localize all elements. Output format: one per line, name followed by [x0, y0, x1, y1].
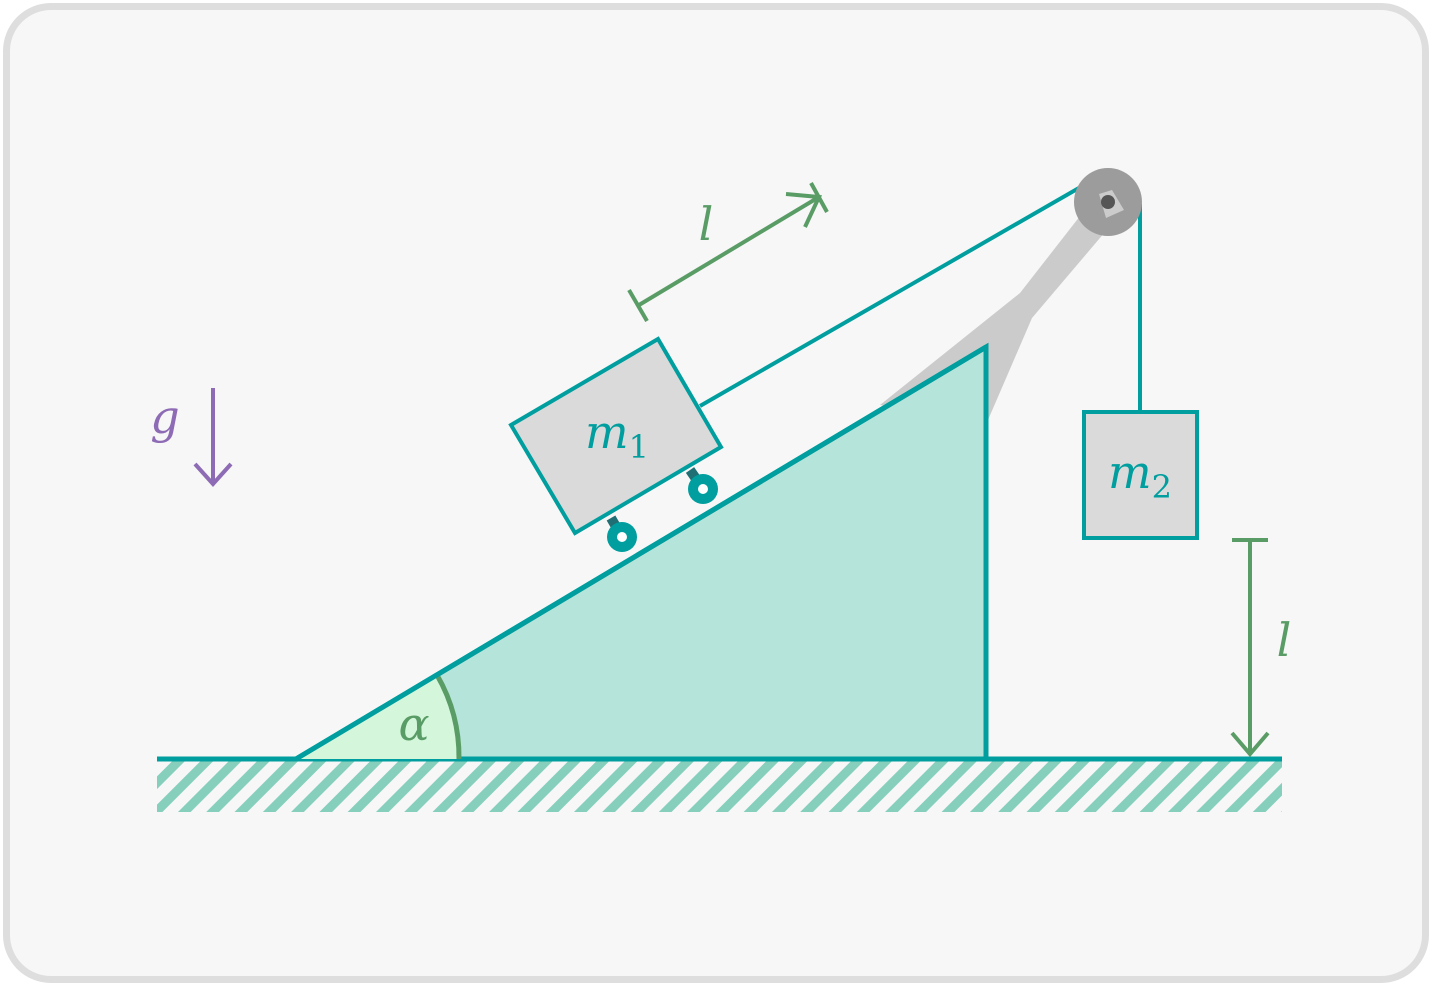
m2-subscript: 2	[1152, 468, 1172, 506]
displacement-incline-label: l	[699, 197, 714, 251]
angle-arc	[434, 673, 462, 760]
displacement-arrow-vertical	[1230, 538, 1270, 758]
block-m1: m1	[508, 336, 724, 552]
block-m2: m2	[1082, 410, 1199, 540]
wheel-rear	[606, 515, 637, 552]
angle-label: α	[398, 697, 429, 751]
m1-label: m1	[585, 405, 649, 466]
string-incline	[699, 175, 1099, 408]
m2-label: m2	[1108, 445, 1172, 506]
m1-symbol: m	[585, 405, 629, 459]
angle-sector	[296, 675, 460, 759]
ground-hatch	[157, 760, 1282, 812]
gravity-arrow	[193, 388, 233, 487]
m2-symbol: m	[1108, 445, 1152, 499]
displacement-vertical-label: l	[1277, 613, 1292, 667]
wheel-front	[685, 467, 718, 504]
pulley-support-arm	[880, 193, 1122, 420]
displacement-arrow-incline	[627, 182, 829, 323]
gravity-label: g	[150, 390, 179, 444]
m1-subscript: 1	[629, 428, 649, 466]
incline-surface	[294, 344, 988, 762]
pulley-axle	[1101, 195, 1115, 209]
